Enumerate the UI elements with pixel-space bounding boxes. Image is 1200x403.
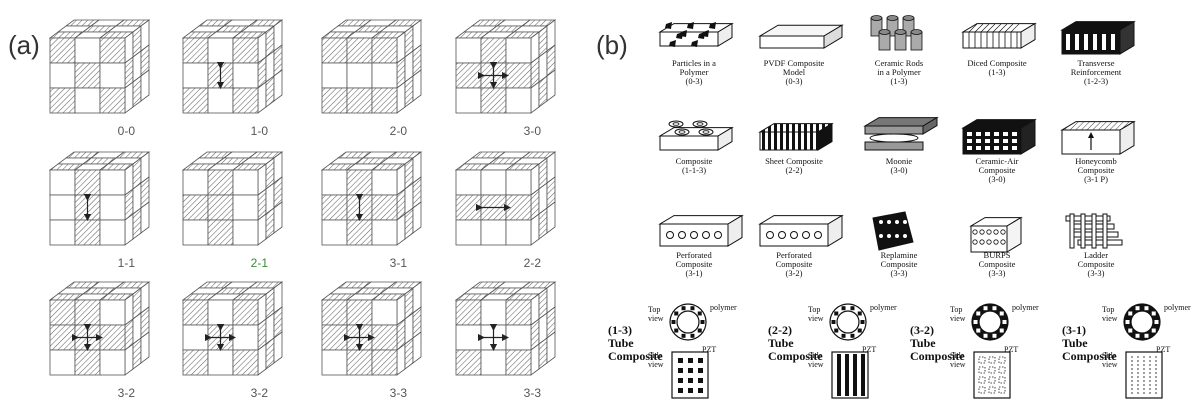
cube-diagram: 3-3 <box>322 282 421 400</box>
polymer-label: polymer <box>1164 303 1191 312</box>
cube-diagram: 3-1 <box>322 152 421 270</box>
composite-caption: (3-0) <box>989 174 1006 184</box>
cube-caption: 3-0 <box>524 124 542 138</box>
composite-caption: (3-3) <box>989 268 1006 278</box>
cube-caption: 0-0 <box>118 124 136 138</box>
top-view-label: Top <box>950 305 962 314</box>
cube-caption: 3-2 <box>251 386 269 400</box>
cube-diagram: 0-0 <box>50 20 149 138</box>
top-view-label: Top <box>1102 305 1114 314</box>
tube-title: Tube <box>768 336 794 350</box>
composite-item-sheet: Sheet Composite(2-2) <box>760 124 832 175</box>
cube-diagram: 3-2 <box>183 282 282 400</box>
polymer-label: polymer <box>870 303 897 312</box>
tube-composite: (1-3)TubeCompositeTopviewpolymerPZTSidev… <box>608 303 737 398</box>
tube-title: (2-2) <box>768 323 792 337</box>
cube-diagram: 2-1 <box>183 152 282 270</box>
cube-caption: 1-1 <box>118 256 136 270</box>
composite-caption: (1-1-3) <box>682 165 706 175</box>
cube-diagram: 1-0 <box>183 20 282 138</box>
panel-a-cube-diagrams: 0-0 1-0 2-0 3-0 1-1 2-1 3-1 2-2 3-2 3-2 3-3 3-3 <box>0 0 600 403</box>
polymer-label: polymer <box>1012 303 1039 312</box>
tube-title: (1-3) <box>608 323 632 337</box>
cube-diagram: 3-3 <box>456 282 555 400</box>
cube-caption: 3-1 <box>390 256 408 270</box>
composite-caption: (1-3) <box>891 76 908 86</box>
tube-title: Tube <box>608 336 634 350</box>
composite-item-honeycomb: HoneycombComposite(3-1 P) <box>1062 122 1134 184</box>
tube-title: Tube <box>910 336 936 350</box>
cube-caption: 2-2 <box>524 256 542 270</box>
cube-caption: 1-0 <box>251 124 269 138</box>
composite-item-moonie: Moonie(3-0) <box>865 118 937 175</box>
composite-caption: (3-1 P) <box>1084 174 1108 184</box>
composite-caption: (0-3) <box>786 76 803 86</box>
cube-diagram: 3-0 <box>456 20 555 138</box>
side-view-label: Side <box>808 351 823 360</box>
cube-caption: 2-0 <box>390 124 408 138</box>
composite-caption: (1-2-3) <box>1084 76 1108 86</box>
polymer-label: polymer <box>710 303 737 312</box>
composite-caption: (3-1) <box>686 268 703 278</box>
composite-caption: (3-0) <box>891 165 908 175</box>
cube-caption: 3-2 <box>118 386 136 400</box>
tube-title: (3-1) <box>1062 323 1086 337</box>
composite-caption: (3-3) <box>891 268 908 278</box>
side-view-label: view <box>648 360 664 369</box>
tube-composite: (2-2)TubeCompositeTopviewpolymerPZTSidev… <box>768 303 897 398</box>
side-view-label: Side <box>1102 351 1117 360</box>
composite-caption: (2-2) <box>786 165 803 175</box>
cube-diagram: 1-1 <box>50 152 149 270</box>
side-view-label: Side <box>648 351 663 360</box>
composite-caption: (1-3) <box>989 67 1006 77</box>
top-view-label: view <box>950 314 966 323</box>
top-view-label: view <box>1102 314 1118 323</box>
cube-caption: 3-3 <box>390 386 408 400</box>
top-view-label: view <box>808 314 824 323</box>
top-view-label: Top <box>648 305 660 314</box>
top-view-label: Top <box>808 305 820 314</box>
composite-caption: (0-3) <box>686 76 703 86</box>
tube-composite: (3-1)TubeCompositeTopviewpolymerPZTSidev… <box>1062 303 1191 398</box>
composite-item-rings: Composite(1-1-3) <box>660 121 732 175</box>
side-view-label: view <box>950 360 966 369</box>
tube-composite: (3-2)TubeCompositeTopviewpolymerPZTSidev… <box>910 303 1039 398</box>
cube-diagram: 2-0 <box>322 20 421 138</box>
composite-caption: (3-3) <box>1088 268 1105 278</box>
cube-diagram: 2-2 <box>456 152 555 270</box>
cube-diagram: 3-2 <box>50 282 149 400</box>
composite-caption: (3-2) <box>786 268 803 278</box>
side-view-label: view <box>1102 360 1118 369</box>
tube-title: Tube <box>1062 336 1088 350</box>
composite-item-diced: Diced Composite(1-3) <box>963 24 1035 77</box>
cube-caption: 2-1 <box>251 256 269 270</box>
composite-item-particles: Particles in aPolymer(0-3) <box>660 22 732 86</box>
side-view-label: view <box>808 360 824 369</box>
side-view-label: Side <box>950 351 965 360</box>
tube-title: (3-2) <box>910 323 934 337</box>
cube-caption: 3-3 <box>524 386 542 400</box>
composite-item-pvdf: PVDF CompositeModel(0-3) <box>760 25 842 86</box>
top-view-label: view <box>648 314 664 323</box>
